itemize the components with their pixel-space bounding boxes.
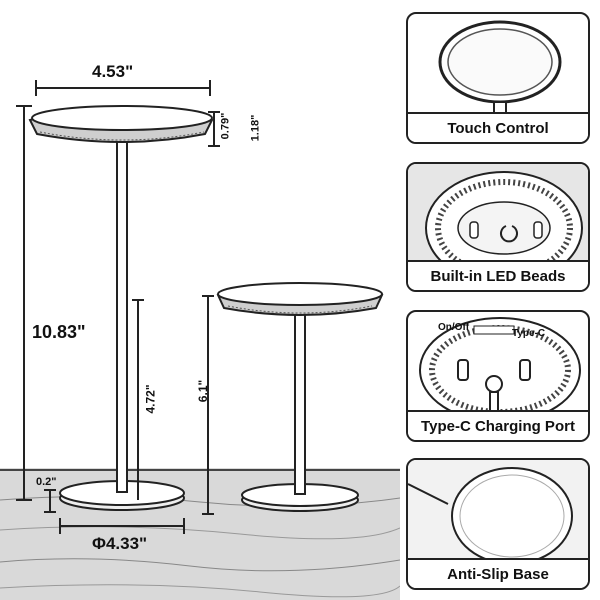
top-width-label: 4.53" — [92, 62, 134, 81]
caption-led-beads: Built-in LED Beads — [408, 260, 588, 290]
feature-panel-charging-port: On/Off Type-C Type-C Charging Port — [406, 310, 590, 442]
feature-panel-anti-slip-base: Anti-Slip Base — [406, 458, 590, 590]
caption-charging-port: Type-C Charging Port — [408, 410, 588, 440]
stem-height-label: 4.72" — [143, 384, 158, 414]
label-type-c: Type-C — [512, 328, 546, 339]
touch-ring-icon — [438, 20, 562, 118]
dimension-lines — [16, 80, 220, 534]
shade-total-label: 1.18" — [249, 114, 262, 142]
feature-panel-led-beads: Built-in LED Beads — [406, 162, 590, 292]
shade-thickness-label: 0.79" — [219, 112, 232, 140]
base-thickness-label: 0.2" — [36, 476, 57, 488]
feature-panel-touch-control: Touch Control — [406, 12, 590, 144]
caption-touch-control: Touch Control — [408, 112, 588, 142]
lamp-illustration — [0, 80, 400, 600]
short-lamp — [216, 282, 384, 512]
short-height-label: 6.1" — [196, 379, 211, 403]
label-on-off: On/Off — [438, 322, 470, 333]
base-diameter-label: Φ4.33" — [92, 534, 148, 553]
led-beads-icon — [408, 164, 588, 266]
base-disc-icon — [408, 460, 588, 564]
caption-anti-slip-base: Anti-Slip Base — [408, 558, 588, 588]
usb-c-port-icon — [419, 317, 581, 416]
total-height-label: 10.83" — [32, 322, 86, 343]
tall-lamp — [28, 105, 214, 511]
